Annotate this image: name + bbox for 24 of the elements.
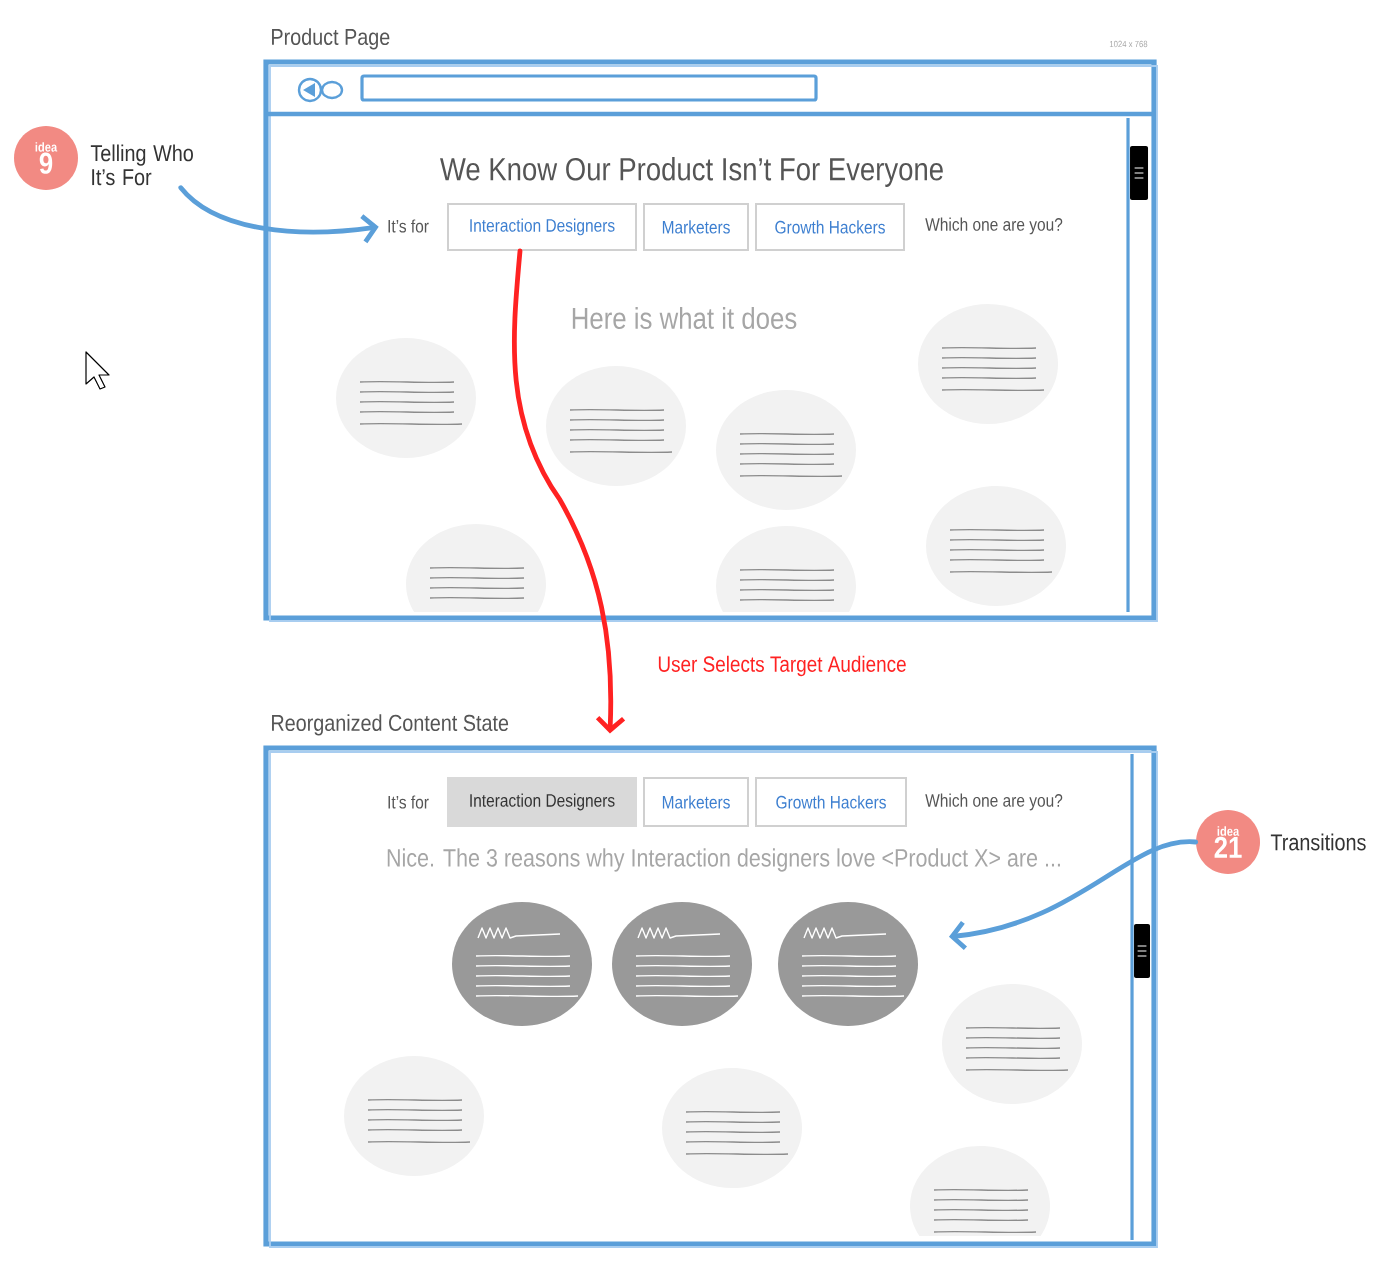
prompt-text: Which one are you? (925, 793, 1063, 811)
selected-button: Interaction Designers (447, 777, 637, 827)
option-button: Marketers (643, 777, 749, 827)
option-button: Interaction Designers (447, 203, 637, 251)
arrow (178, 185, 379, 244)
arrow (512, 248, 626, 734)
prompt-text: It’s for (388, 795, 429, 809)
content-bubble (452, 902, 592, 1026)
annotation-text: Transitions (1270, 833, 1366, 851)
window-title: Reorganized Content State (272, 714, 509, 736)
option-button: Growth Hackers (755, 777, 907, 827)
content-bubble (612, 902, 752, 1026)
content-bubble (778, 902, 918, 1026)
arrow (948, 839, 1198, 951)
option-button: Growth Hackers (755, 203, 905, 251)
option-button: Marketers (643, 203, 749, 251)
window-title: Product Page (272, 28, 390, 50)
annotation-text: Telling Who It’s For (90, 144, 193, 186)
message-text: Nice. The 3 reasons why Interaction designers love <Product X> are ... (387, 848, 1060, 872)
edge-label: User Selects Target Audience (654, 652, 910, 680)
prompt-text: Which one are you? (925, 217, 1063, 235)
prompt-text: It’s for (388, 219, 429, 233)
page-heading: We Know Our Product Isn’t For Everyone (440, 157, 943, 187)
section-heading: Here is what it does (572, 306, 797, 329)
